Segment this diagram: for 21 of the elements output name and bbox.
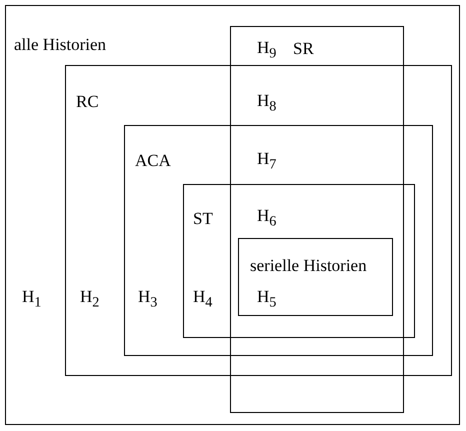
set-label: ST — [193, 210, 213, 227]
set-box — [5, 5, 460, 425]
set-label: RC — [76, 93, 99, 110]
set-label: ACA — [135, 152, 171, 169]
set-label: alle Historien — [14, 36, 106, 53]
set-box — [230, 26, 404, 413]
region-label: H$_{1}$ — [22, 288, 42, 310]
region-label: H$_{4}$ — [193, 288, 212, 310]
region-label: H$_{2}$ — [80, 288, 100, 310]
set-label: SR — [293, 40, 314, 57]
region-label: H$_{8}$ — [257, 92, 276, 114]
set-box — [65, 65, 452, 376]
set-box — [238, 238, 393, 316]
region-label: H$_{7}$ — [257, 150, 276, 172]
set-label: serielle Historien — [250, 257, 367, 274]
region-label: H$_{3}$ — [138, 288, 158, 310]
set-box — [124, 125, 433, 356]
set-box — [183, 184, 415, 338]
region-label: H$_{6}$ — [257, 207, 276, 229]
region-label: H$_{9}$ — [257, 39, 276, 61]
region-label: H$_{5}$ — [257, 288, 276, 310]
